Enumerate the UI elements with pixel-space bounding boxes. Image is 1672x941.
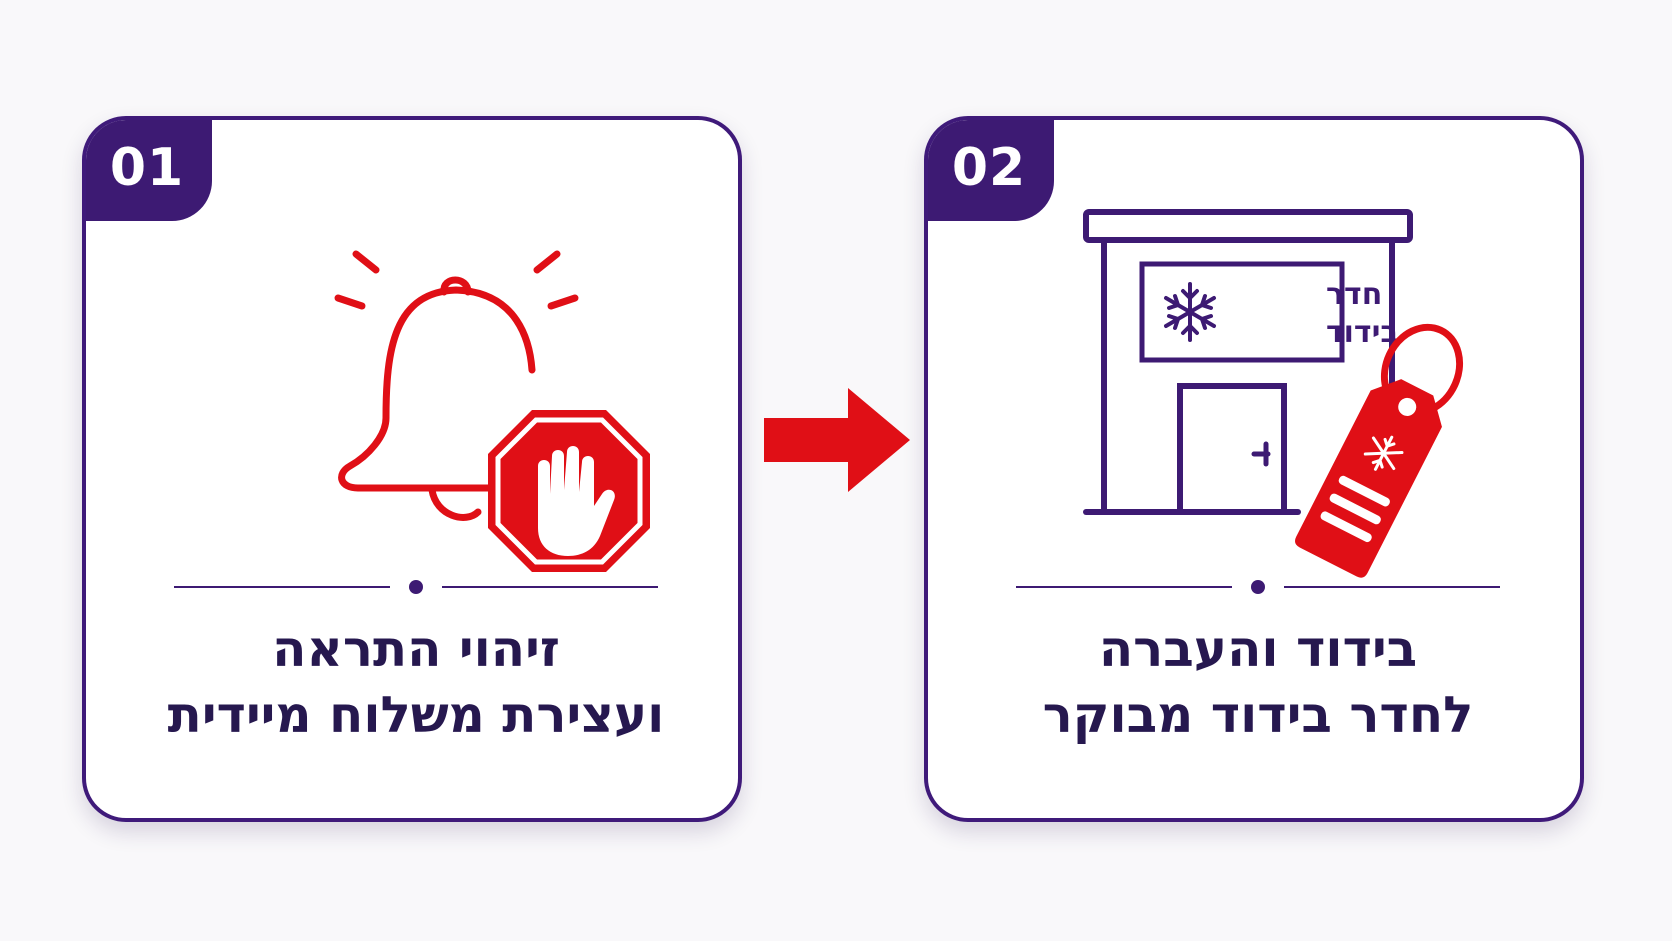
sign-text-line-1: חדר: [1326, 277, 1382, 312]
right-arrow-icon: [764, 388, 910, 492]
caption-line-1: בידוד והעברה: [1098, 620, 1418, 678]
caption-line-2: ועצירת משלוח מיידית: [167, 686, 665, 744]
step-number-badge: 02: [928, 120, 1054, 221]
step-caption: בידוד והעברה לחדר בידוד מבוקר: [958, 616, 1558, 748]
snowflake-icon: [1164, 282, 1216, 342]
isolation-room-building-icon: חדר בידוד: [1083, 209, 1464, 578]
section-divider: [174, 580, 658, 594]
caption-line-2: לחדר בידוד מבוקר: [1042, 686, 1474, 744]
section-divider: [1016, 580, 1500, 594]
step-card-2: 02 חדר בידוד: [924, 116, 1584, 822]
sign-text-line-2: בידוד: [1326, 315, 1399, 350]
step-card-1: 01 זיהוי התראה ועצירת משלוח מיידית: [82, 116, 742, 822]
frozen-label-tag-icon: [1295, 379, 1442, 578]
step-caption: זיהוי התראה ועצירת משלוח מיידית: [116, 616, 716, 748]
caption-line-1: זיהוי התראה: [272, 620, 560, 678]
bell-with-stop-sign-icon: [334, 250, 650, 572]
step-number-badge: 01: [86, 120, 212, 221]
